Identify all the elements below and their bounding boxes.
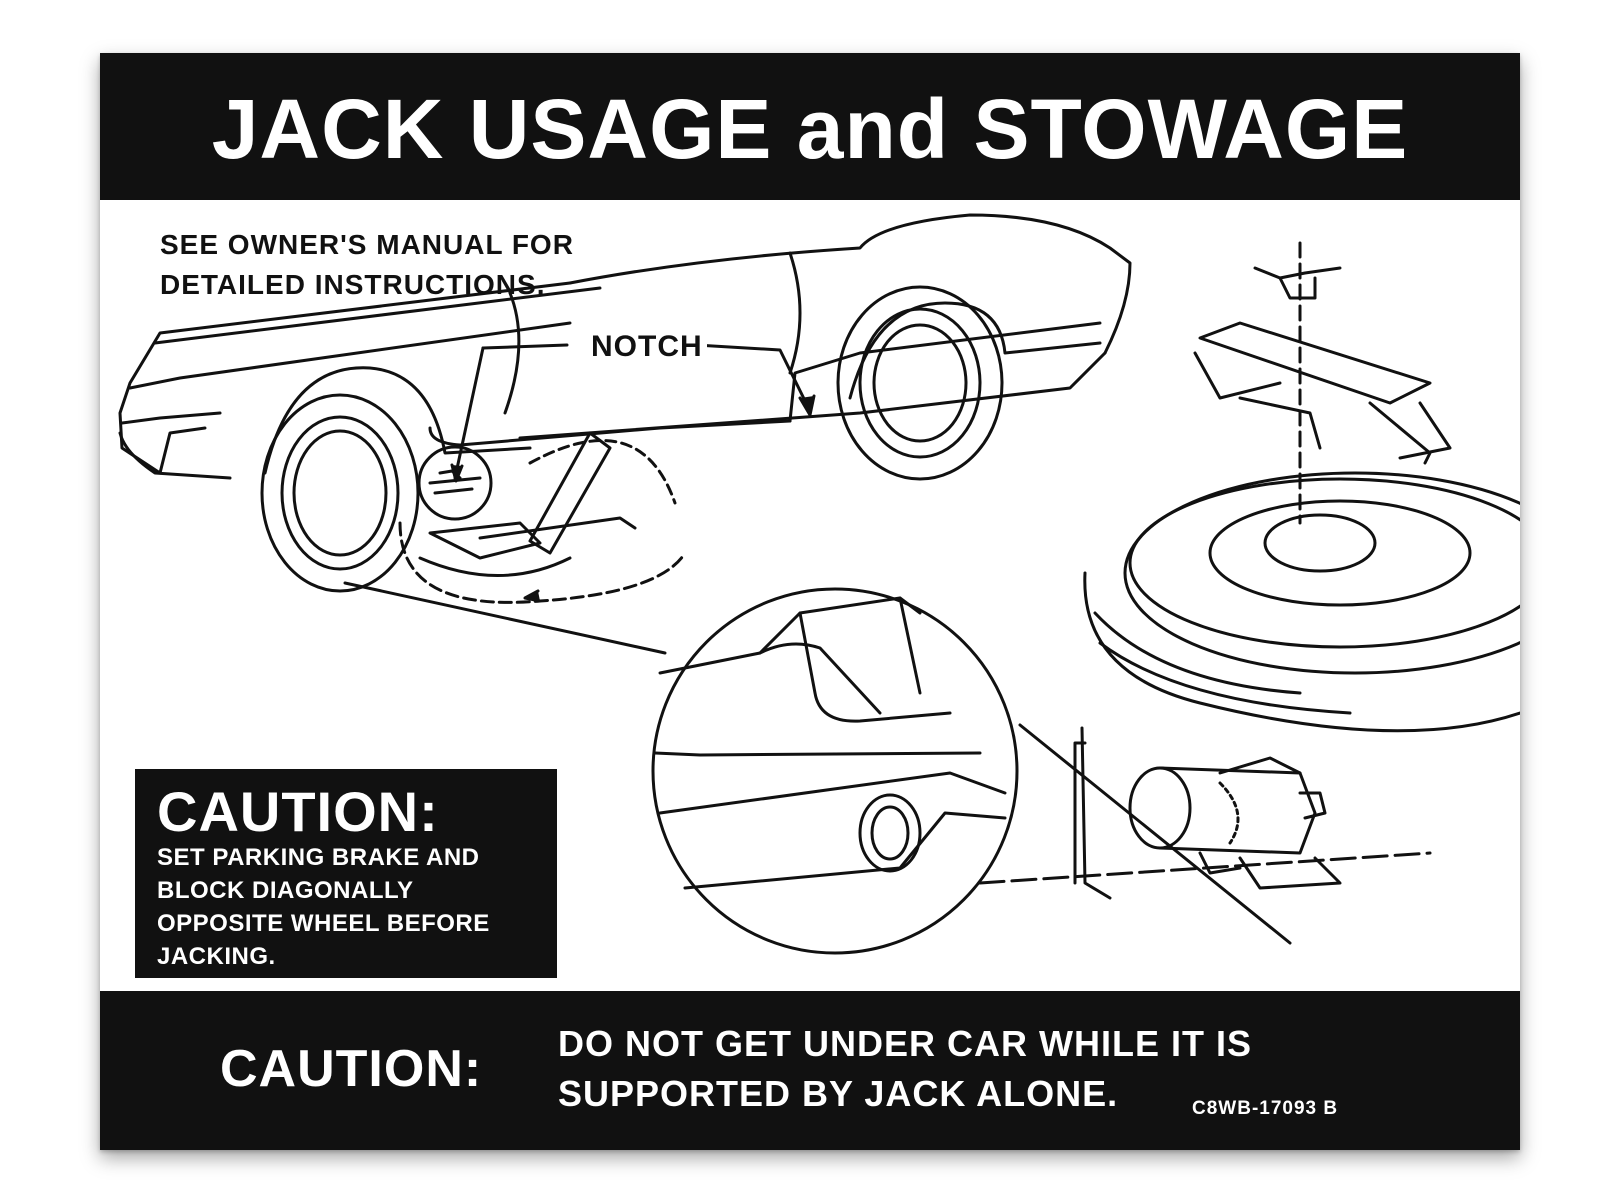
caution-box-line: OPPOSITE WHEEL BEFORE	[157, 910, 490, 937]
footer-caution-heading: CAUTION:	[220, 1040, 483, 1098]
note-line: SEE OWNER'S MANUAL FOR	[160, 229, 574, 260]
car-drawing	[118, 213, 1132, 604]
part-number: C8WB-17093 B	[1192, 1098, 1339, 1119]
footer-line: SUPPORTED BY JACK ALONE.	[558, 1073, 1119, 1114]
jack-decal: JACK USAGE and STOWAGE	[100, 53, 1520, 1150]
small-jack	[1128, 756, 1342, 890]
spare-tire	[1083, 471, 1520, 733]
footer-band: CAUTION: DO NOT GET UNDER CAR WHILE IT I…	[100, 991, 1520, 1150]
caution-box-line: SET PARKING BRAKE AND	[157, 844, 480, 871]
jack-handle-stowed	[1073, 726, 1112, 900]
caution-box: CAUTION: SET PARKING BRAKE AND BLOCK DIA…	[135, 769, 557, 978]
footer-caution-message: DO NOT GET UNDER CAR WHILE IT IS SUPPORT…	[558, 1019, 1252, 1119]
notch-label: NOTCH	[587, 330, 707, 364]
decal-title: JACK USAGE and STOWAGE	[211, 82, 1409, 176]
stowed-jack	[1193, 241, 1452, 525]
title-band: JACK USAGE and STOWAGE	[100, 53, 1520, 200]
caution-box-line: BLOCK DIAGONALLY	[157, 877, 414, 904]
caution-box-heading: CAUTION:	[157, 780, 439, 843]
note-line: DETAILED INSTRUCTIONS.	[160, 269, 546, 300]
owners-manual-note: SEE OWNER'S MANUAL FOR DETAILED INSTRUCT…	[160, 225, 574, 305]
jack-illustration	[118, 213, 1520, 955]
footer-line: DO NOT GET UNDER CAR WHILE IT IS	[558, 1023, 1252, 1064]
notch-detail-circle	[651, 587, 1019, 955]
caution-box-line: JACKING.	[157, 943, 276, 970]
